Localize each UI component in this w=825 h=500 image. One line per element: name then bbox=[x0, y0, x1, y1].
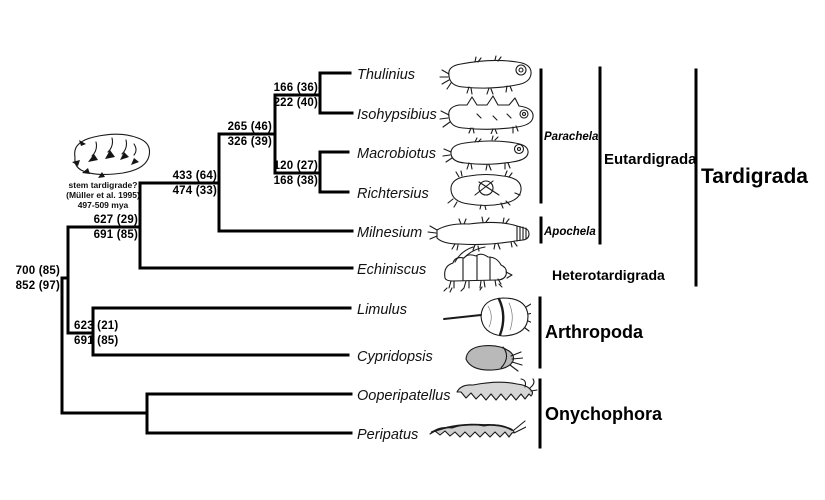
node-value-below: 852 (97) bbox=[15, 280, 60, 292]
peripatus-illustration bbox=[426, 414, 526, 444]
node-label-parachela: 265 (46) 326 (39) bbox=[228, 121, 272, 151]
taxon-label-cypridopsis: Cypridopsis bbox=[357, 349, 433, 365]
node-value-above: 433 (64) bbox=[172, 170, 217, 182]
taxon-label-limulus: Limulus bbox=[357, 302, 407, 318]
clade-bracket-bars bbox=[538, 66, 698, 449]
node-value-below: 691 (85) bbox=[74, 335, 119, 347]
ooperipatellus-illustration bbox=[451, 377, 539, 407]
taxon-label-echiniscus: Echiniscus bbox=[357, 262, 427, 278]
node-value-below: 326 (39) bbox=[227, 136, 272, 148]
node-label-tardigrada: 627 (29) 691 (85) bbox=[94, 214, 138, 244]
clade-label-apochela: Apochela bbox=[544, 226, 596, 238]
richtersius-illustration bbox=[441, 169, 531, 210]
taxon-label-peripatus: Peripatus bbox=[357, 427, 419, 443]
limulus-illustration bbox=[441, 294, 531, 340]
stem-annotation-line1: stem tardigrade? bbox=[68, 180, 138, 190]
clade-label-eutardigrada: Eutardigrada bbox=[604, 151, 697, 168]
stem-tardigrade-annotation: stem tardigrade? (Müller et al. 1995) 49… bbox=[56, 180, 150, 210]
node-value-below: 691 (85) bbox=[93, 229, 138, 241]
node-label-thulinius-isohypsibius: 166 (36) 222 (40) bbox=[274, 82, 318, 112]
node-value-above: 120 (27) bbox=[273, 160, 318, 172]
node-value-above: 623 (21) bbox=[74, 320, 119, 332]
isohypsibius-illustration bbox=[437, 92, 541, 134]
node-label-macrobiotus-richtersius: 120 (27) 168 (38) bbox=[274, 160, 318, 190]
taxon-label-thulinius: Thulinius bbox=[357, 67, 416, 83]
cypridopsis-illustration bbox=[461, 342, 523, 374]
clade-label-parachela: Parachela bbox=[544, 131, 599, 143]
thulinius-illustration bbox=[437, 55, 537, 95]
taxon-label-richtersius: Richtersius bbox=[357, 186, 429, 202]
node-value-below: 222 (40) bbox=[273, 97, 318, 109]
clade-label-onychophora: Onychophora bbox=[545, 404, 663, 424]
node-value-below: 168 (38) bbox=[273, 175, 318, 187]
stem-annotation-line2: (Müller et al. 1995) bbox=[66, 190, 140, 200]
node-label-eutardigrada: 433 (64) 474 (33) bbox=[173, 170, 217, 200]
taxon-label-milnesium: Milnesium bbox=[357, 225, 423, 241]
clade-label-tardigrada: Tardigrada bbox=[701, 165, 808, 188]
milnesium-illustration bbox=[427, 215, 537, 252]
node-value-below: 474 (33) bbox=[172, 185, 217, 197]
taxon-label-isohypsibius: Isohypsibius bbox=[357, 107, 437, 123]
node-value-above: 166 (36) bbox=[273, 82, 318, 94]
taxon-label-macrobiotus: Macrobiotus bbox=[357, 146, 436, 162]
macrobiotus-illustration bbox=[437, 134, 537, 172]
stem-annotation-line3: 497-509 mya bbox=[77, 200, 129, 210]
node-label-arthropoda: 623 (21) 691 (85) bbox=[74, 320, 118, 350]
stem-tardigrade-illustration bbox=[72, 130, 154, 178]
node-value-above: 700 (85) bbox=[15, 265, 60, 277]
clade-label-heterotardigrada-text: Heterotardigrada bbox=[552, 267, 665, 283]
node-label-tardigrada-arthropoda: 700 (85) 852 (97) bbox=[16, 265, 60, 295]
node-value-above: 265 (46) bbox=[227, 121, 272, 133]
clade-label-arthropoda: Arthropoda bbox=[545, 322, 643, 342]
taxon-label-ooperipatellus: Ooperipatellus bbox=[357, 388, 451, 404]
echiniscus-illustration bbox=[433, 246, 513, 294]
tree-branch-lines bbox=[60, 71, 354, 435]
node-value-above: 627 (29) bbox=[93, 214, 138, 226]
